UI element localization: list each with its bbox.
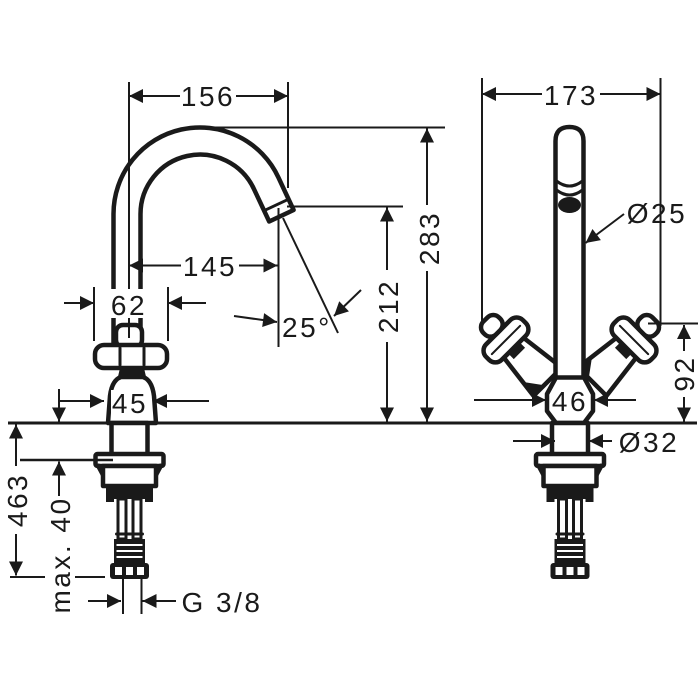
label-mask [107,289,151,318]
dim-outlet-angle-label: 25° [282,312,332,343]
angle-line-25deg [282,217,339,334]
dim-spout-to-outlet-label: 145 [183,251,237,282]
dim-overall-width-front-label: 173 [544,80,598,111]
front-view [467,124,673,579]
spout-outlet-front [558,197,581,213]
dim-height-to-outlet-label: 212 [373,279,404,333]
under-deck-assembly-front [536,423,604,579]
dim-shank-diameter-label: Ø32 [619,427,679,458]
dim-length-below-deck-label: 463 [2,473,33,527]
label-mask [180,81,236,110]
dim-handle-width-label: 62 [111,290,147,321]
faucet-body-front [544,375,596,426]
label-mask [2,466,32,534]
spout-column-front [553,124,586,383]
dim-body-width-front-label: 46 [552,386,588,417]
dim-height-total-label: 283 [414,211,445,265]
side-view [92,125,296,579]
dim-max-deck-thickness-label: max. 40 [45,496,76,613]
leader-line-dia25 [584,213,625,244]
spout-band-upper [555,179,584,188]
dim-handle-height-label: 92 [669,355,700,391]
dimension-annotations: 156 173 145 62 45 25° Ø25 46 Ø32 G 3/8 2… [2,78,700,618]
dim-spout-diameter-label: Ø25 [627,198,687,229]
spout-outlet-joint [262,197,291,213]
handle-bar-side [92,342,170,371]
label-mask [373,270,403,342]
angle-arrow-left [233,313,278,327]
dim-body-width-side-label: 45 [112,388,148,419]
dim-connection-thread-label: G 3/8 [182,587,263,618]
under-deck-assembly-side [96,423,164,579]
label-mask [111,390,149,416]
label-mask [542,79,600,108]
label-mask [45,496,75,614]
label-mask [414,205,444,271]
spout-band-lower [555,188,584,197]
label-mask [669,351,699,397]
dim-spout-reach-label: 156 [181,81,235,112]
angle-arrow-right [333,289,362,317]
label-mask [181,251,239,280]
